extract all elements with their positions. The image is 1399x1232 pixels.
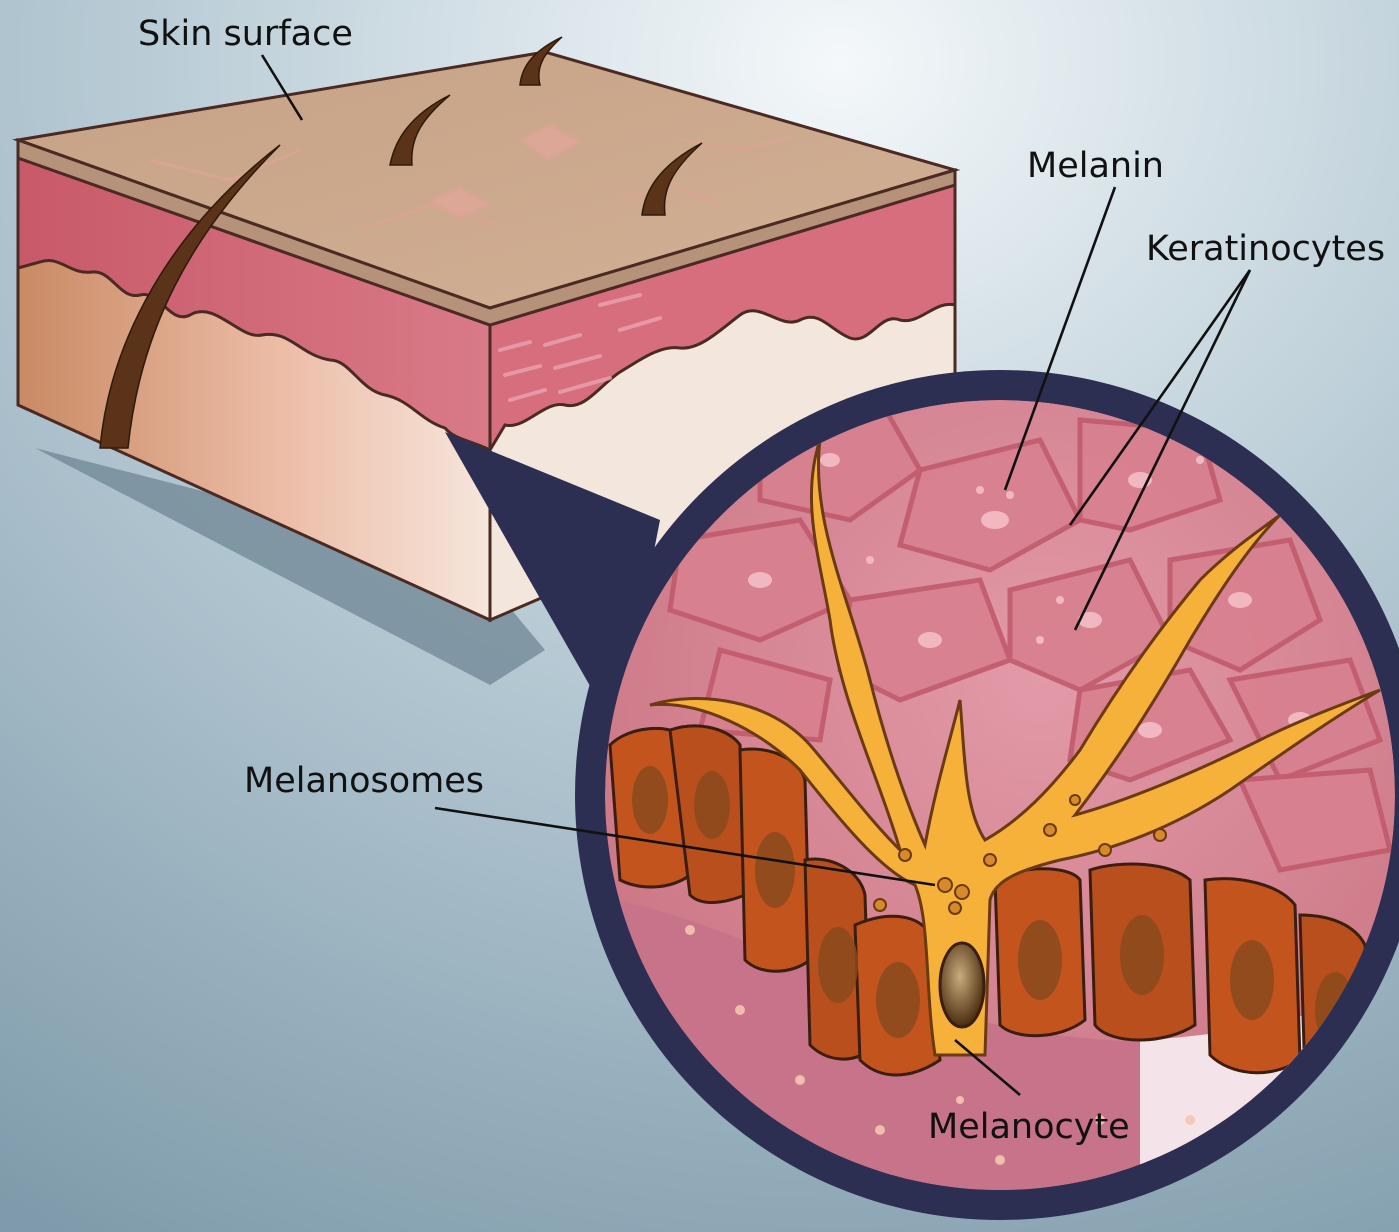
melanin-label: Melanin [1027, 146, 1164, 186]
skin-surface-label: Skin surface [138, 14, 353, 54]
melanocyte-label: Melanocyte [928, 1107, 1130, 1147]
keratinocytes-label: Keratinocytes [1146, 229, 1385, 269]
melanocyte-nucleus [940, 943, 984, 1027]
melanosomes-label: Melanosomes [244, 761, 484, 801]
